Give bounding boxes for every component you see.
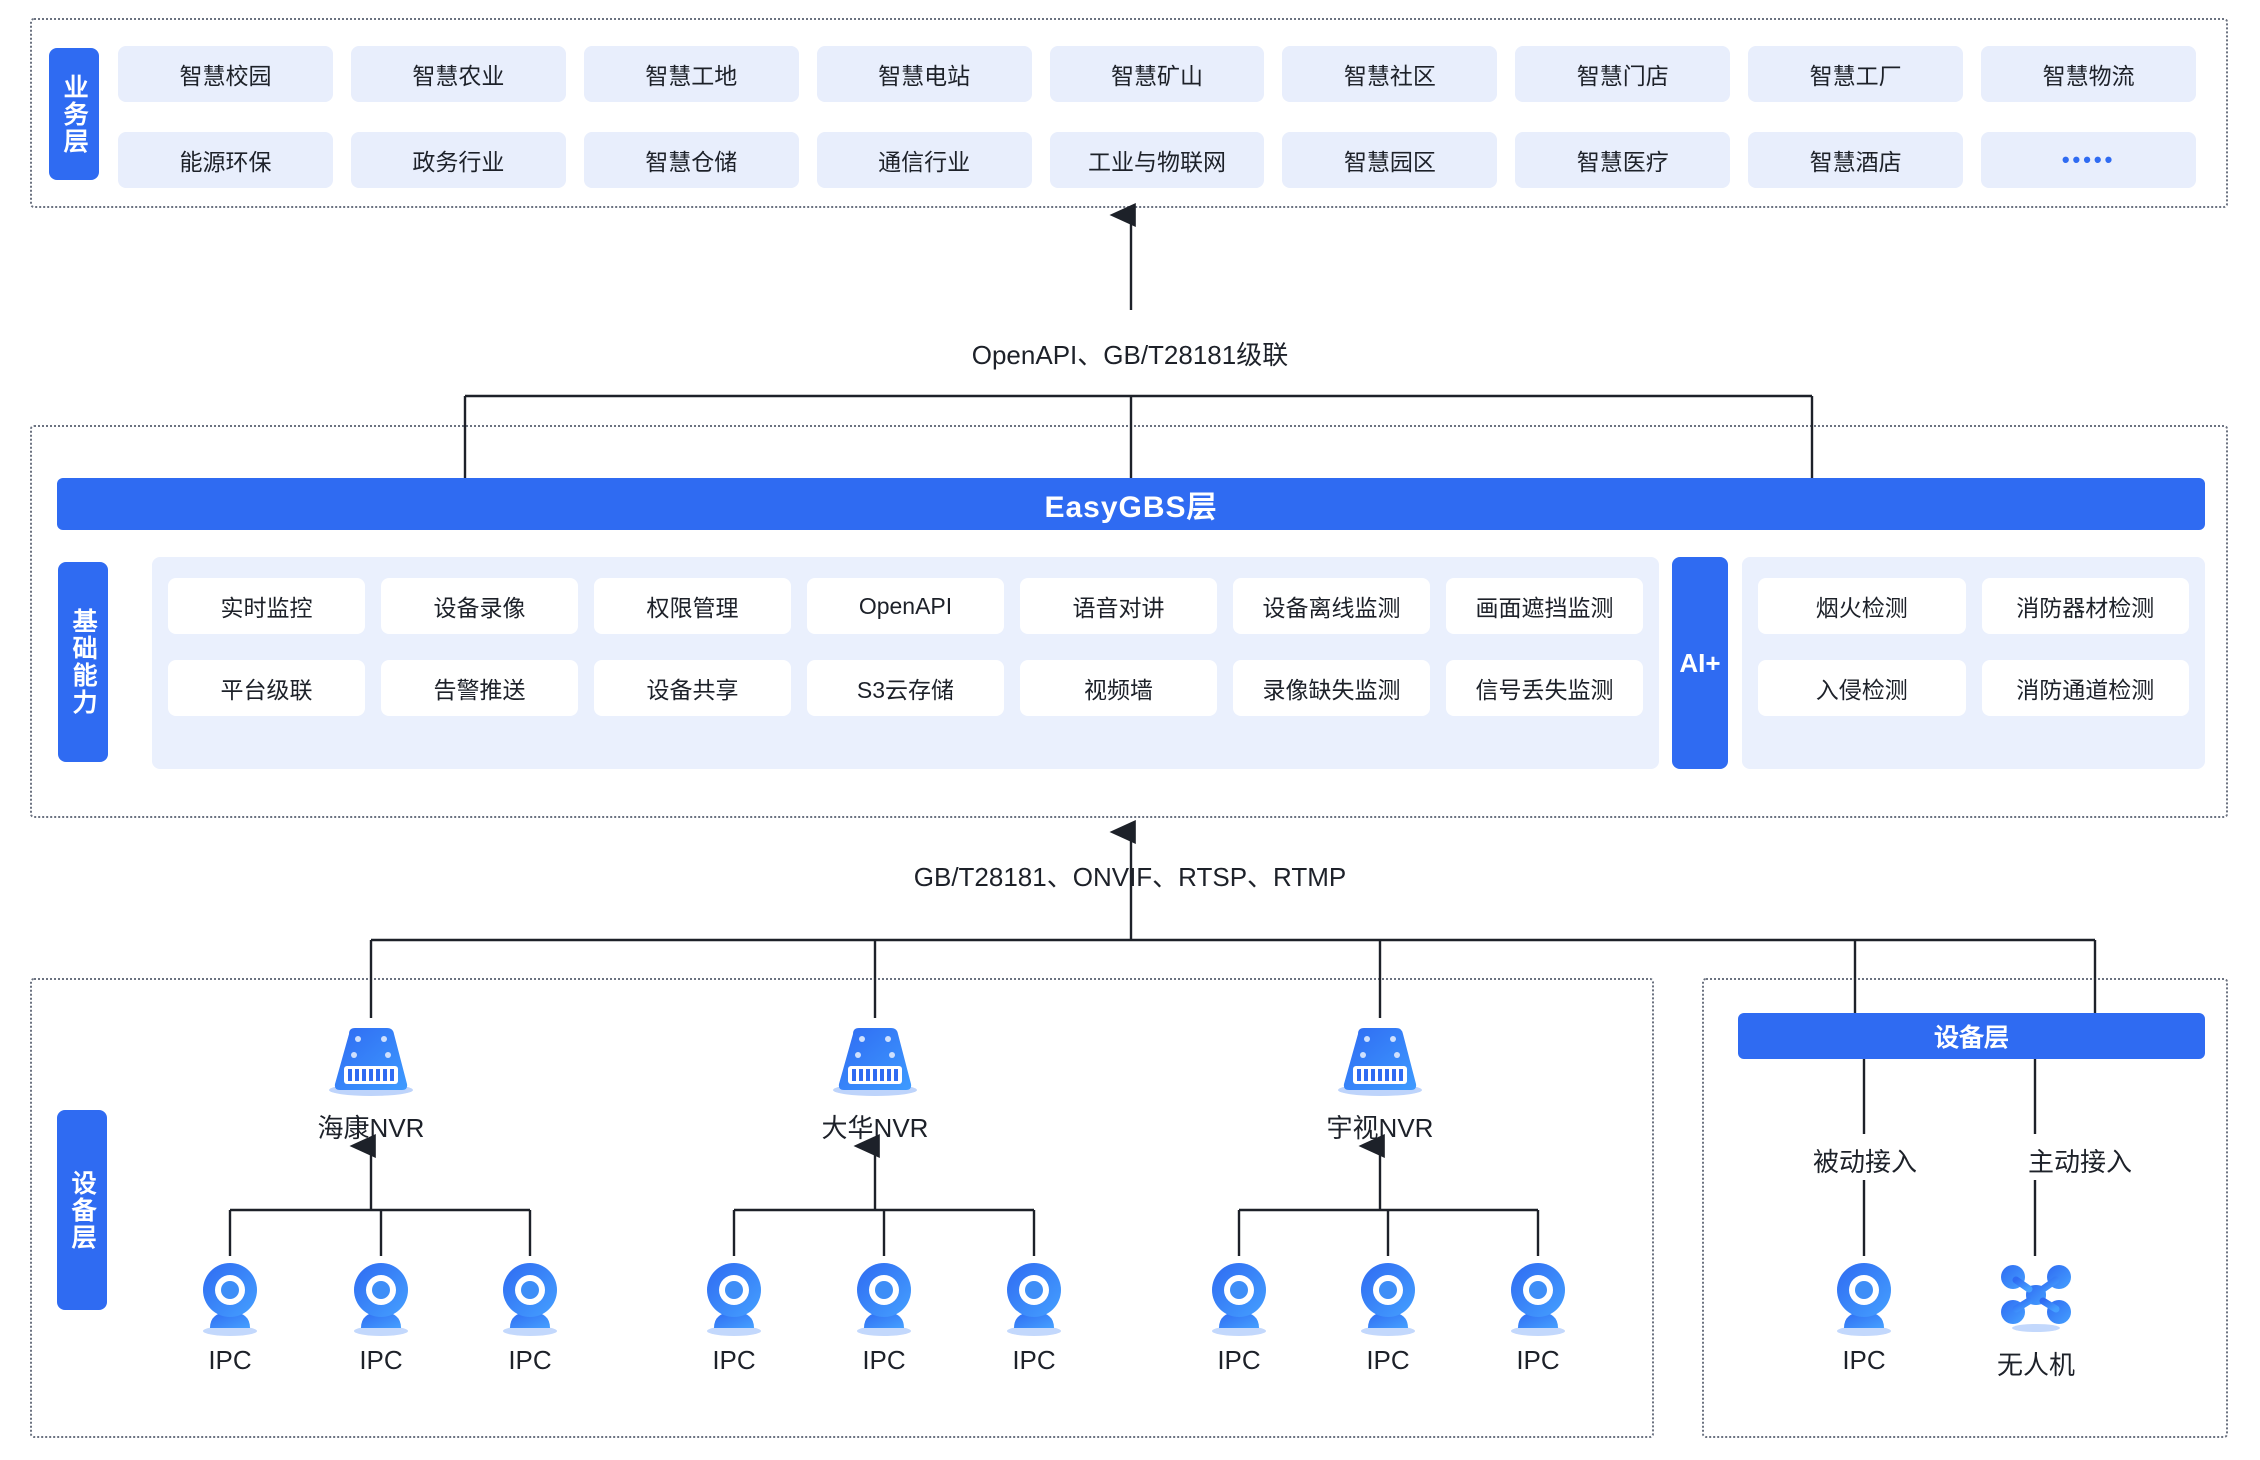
business-item[interactable]: 智慧矿山 [1049,46,1265,102]
ai-capability-item[interactable]: 消防通道检测 [1981,660,2189,716]
capability-item[interactable]: 设备录像 [381,578,578,634]
capability-panel: 实时监控 设备录像 权限管理 OpenAPI 语音对讲 设备离线监测 画面遮挡监… [152,557,1659,769]
capability-item[interactable]: 实时监控 [168,578,365,634]
ai-capability-panel: 烟火检测 消防器材检测 入侵检测 消防通道检测 [1742,557,2205,769]
ipc-label: IPC [1366,1345,1410,1375]
capability-item[interactable]: 平台级联 [168,660,365,716]
ipc-label: IPC [1842,1345,1886,1375]
capability-item[interactable]: 设备离线监测 [1233,578,1430,634]
ipc-label: IPC [862,1345,906,1375]
business-layer-tab: 业务层 [49,48,99,180]
business-item[interactable]: 智慧医疗 [1515,132,1731,188]
business-item[interactable]: 工业与物联网 [1049,132,1265,188]
business-item[interactable]: 政务行业 [350,132,566,188]
capability-item[interactable]: 权限管理 [594,578,791,634]
business-item[interactable]: 智慧校园 [118,46,333,102]
business-item[interactable]: 智慧酒店 [1748,132,1964,188]
top-protocol-label: OpenAPI、GB/T28181级联 [971,340,1289,370]
ai-capability-item[interactable]: 消防器材检测 [1981,578,2189,634]
business-item[interactable]: 通信行业 [816,132,1032,188]
ipc-label: IPC [1012,1345,1056,1375]
business-row-2: 能源环保 政务行业 智慧仓储 通信行业 工业与物联网 智慧园区 智慧医疗 智慧酒… [118,132,2197,188]
drone-label: 无人机 [1996,1350,2075,1380]
capability-item[interactable]: 画面遮挡监测 [1446,578,1643,634]
ai-capability-item[interactable]: 烟火检测 [1758,578,1966,634]
nvr-icon [827,1024,923,1096]
capability-item[interactable]: 录像缺失监测 [1233,660,1430,716]
capability-item[interactable]: S3云存储 [807,660,1004,716]
capability-item[interactable]: 告警推送 [381,660,578,716]
camera-icon [1352,1258,1424,1338]
business-item[interactable]: 智慧物流 [1981,46,2197,102]
business-item[interactable]: 智慧工地 [583,46,799,102]
nvr-icon [323,1024,419,1096]
ai-capability-item[interactable]: 入侵检测 [1758,660,1966,716]
drone-icon [1998,1262,2074,1334]
business-item-more[interactable]: ••••• [1981,132,2197,188]
ipc-label: IPC [712,1345,756,1375]
camera-icon [345,1258,417,1338]
camera-icon [1203,1258,1275,1338]
ipc-label: IPC [1516,1345,1560,1375]
business-item[interactable]: 智慧社区 [1282,46,1498,102]
ipc-label: IPC [1217,1345,1261,1375]
ai-row-2: 入侵检测 消防通道检测 [1758,660,2189,716]
business-row-1: 智慧校园 智慧农业 智慧工地 智慧电站 智慧矿山 智慧社区 智慧门店 智慧工厂 … [118,46,2197,102]
device-layer-right-bar: 设备层 [1738,1013,2205,1059]
business-item[interactable]: 智慧门店 [1515,46,1731,102]
easygbs-title-bar: EasyGBS层 [57,478,2205,530]
capability-item[interactable]: 语音对讲 [1020,578,1217,634]
business-item[interactable]: 智慧电站 [816,46,1032,102]
capability-item[interactable]: 视频墙 [1020,660,1217,716]
capability-item[interactable]: OpenAPI [807,578,1004,634]
camera-icon [698,1258,770,1338]
ai-plus-tab: AI+ [1672,557,1728,769]
capability-row-1: 实时监控 设备录像 权限管理 OpenAPI 语音对讲 设备离线监测 画面遮挡监… [168,578,1643,634]
ipc-label: IPC [208,1345,252,1375]
camera-icon [848,1258,920,1338]
nvr-label: 海康NVR [317,1113,425,1143]
business-layer-rows: 智慧校园 智慧农业 智慧工地 智慧电站 智慧矿山 智慧社区 智慧门店 智慧工厂 … [118,46,2197,188]
business-item[interactable]: 智慧农业 [350,46,566,102]
camera-icon [998,1258,1070,1338]
nvr-icon [1332,1024,1428,1096]
active-access-label: 主动接入 [2027,1147,2132,1177]
ipc-label: IPC [508,1345,552,1375]
nvr-label: 大华NVR [821,1113,929,1143]
camera-icon [1828,1258,1900,1338]
camera-icon [194,1258,266,1338]
nvr-label: 宇视NVR [1326,1113,1434,1143]
capability-item[interactable]: 设备共享 [594,660,791,716]
business-item[interactable]: 能源环保 [118,132,333,188]
platform-capability-tab: 基础能力 [58,562,108,762]
capability-item[interactable]: 信号丢失监测 [1446,660,1643,716]
camera-icon [494,1258,566,1338]
passive-access-label: 被动接入 [1812,1147,1917,1177]
ai-row-1: 烟火检测 消防器材检测 [1758,578,2189,634]
business-item[interactable]: 智慧工厂 [1748,46,1964,102]
device-layer-left-tab: 设备层 [57,1110,107,1310]
business-item[interactable]: 智慧园区 [1282,132,1498,188]
camera-icon [1502,1258,1574,1338]
bottom-protocol-label: GB/T28181、ONVIF、RTSP、RTMP [913,862,1347,892]
business-item[interactable]: 智慧仓储 [583,132,799,188]
capability-row-2: 平台级联 告警推送 设备共享 S3云存储 视频墙 录像缺失监测 信号丢失监测 [168,660,1643,716]
ipc-label: IPC [359,1345,403,1375]
